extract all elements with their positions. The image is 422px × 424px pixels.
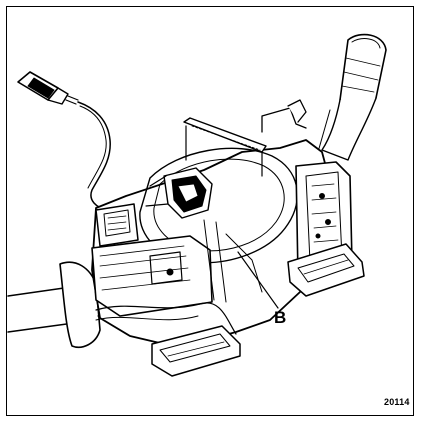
harness-wire	[77, 101, 111, 211]
bottom-connector	[151, 325, 241, 377]
lower-right-connector	[287, 243, 365, 297]
right-stalk	[317, 33, 387, 161]
left-connector-block	[91, 203, 213, 317]
figure-number: 20114	[384, 397, 410, 407]
connector-plug	[17, 71, 79, 105]
callout-label-b: B	[274, 308, 287, 327]
callout-b-leader	[237, 251, 279, 309]
